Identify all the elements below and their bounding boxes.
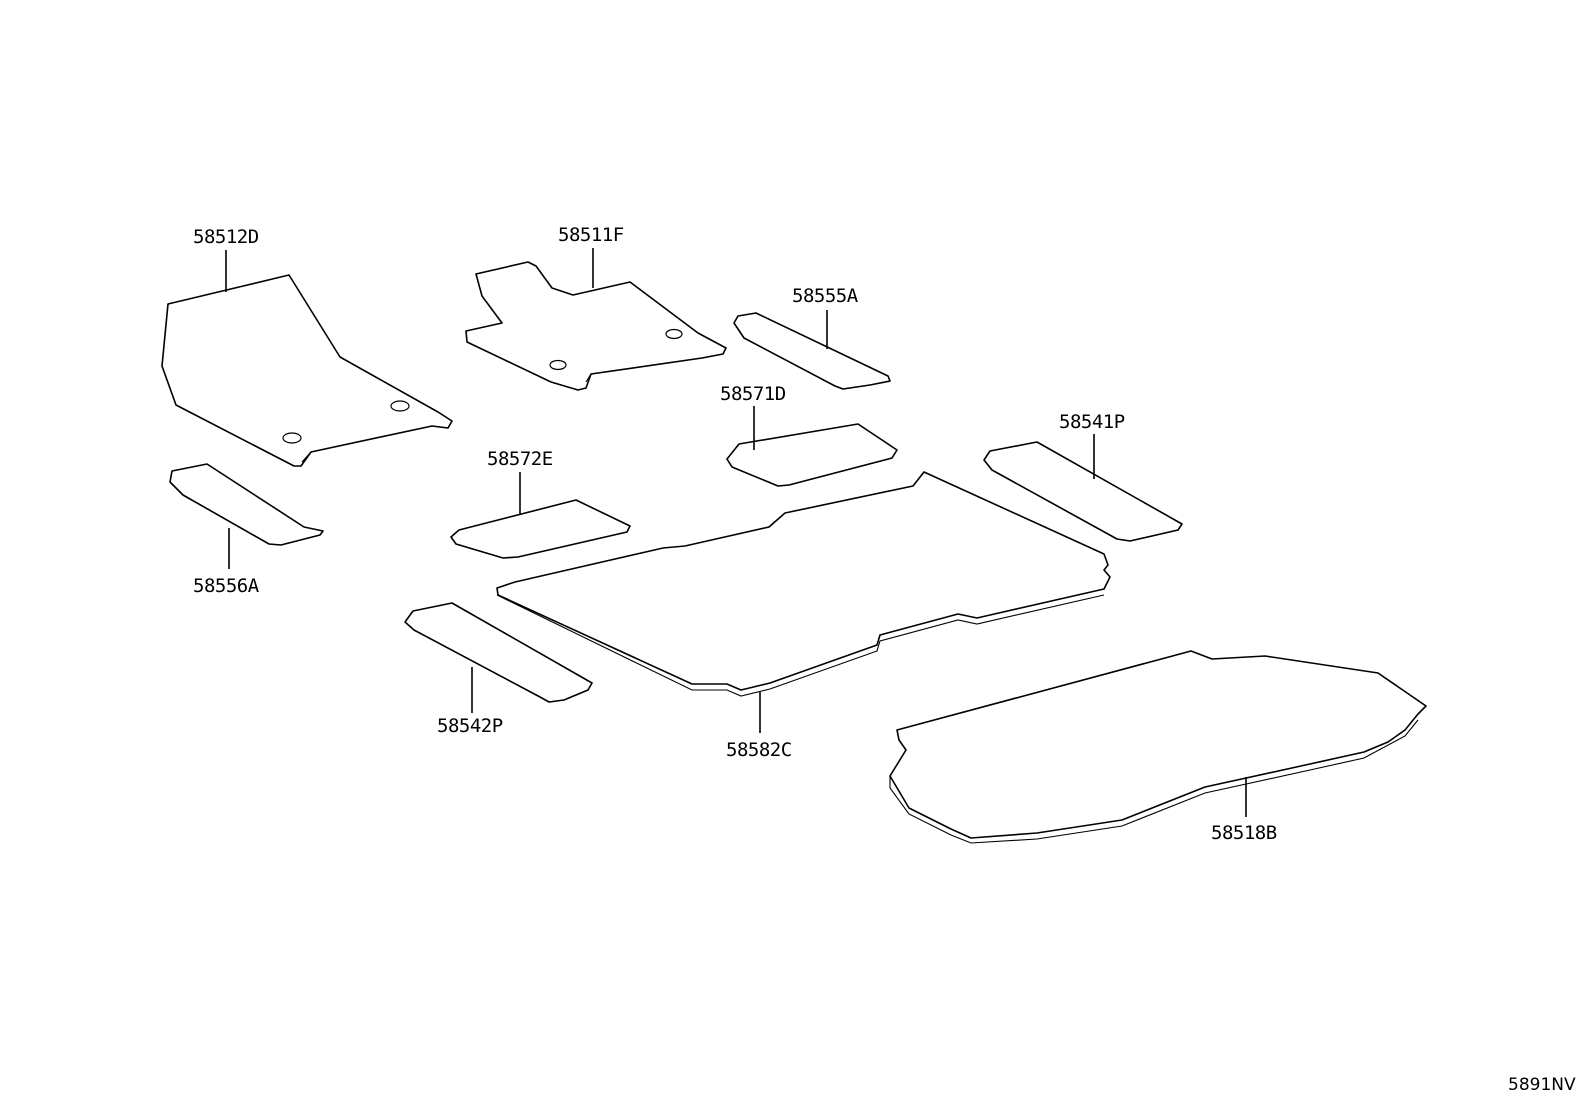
label-58511F: 58511F (558, 224, 624, 246)
mat-58582C[interactable] (496, 471, 1111, 697)
mat-58518B[interactable] (889, 650, 1427, 844)
strip-58541P[interactable] (983, 441, 1183, 542)
label-58518B: 58518B (1211, 822, 1277, 844)
step-58556A[interactable] (169, 463, 324, 546)
label-58571D: 58571D (720, 383, 786, 405)
mat-58512D[interactable] (161, 274, 453, 467)
label-58541P: 58541P (1059, 411, 1125, 433)
label-58555A: 58555A (792, 285, 859, 307)
mat-58571D[interactable] (726, 423, 898, 487)
mat-58572E[interactable] (450, 499, 631, 559)
label-58572E: 58572E (487, 448, 553, 470)
step-58555A[interactable] (733, 312, 891, 390)
label-58582C: 58582C (726, 739, 792, 761)
drawing-code: 5891NV (1508, 1075, 1576, 1095)
label-58512D: 58512D (193, 226, 259, 248)
mat-58511F[interactable] (465, 261, 727, 391)
label-58542P: 58542P (437, 715, 503, 737)
label-58556A: 58556A (193, 575, 260, 597)
strip-58542P[interactable] (404, 602, 593, 703)
